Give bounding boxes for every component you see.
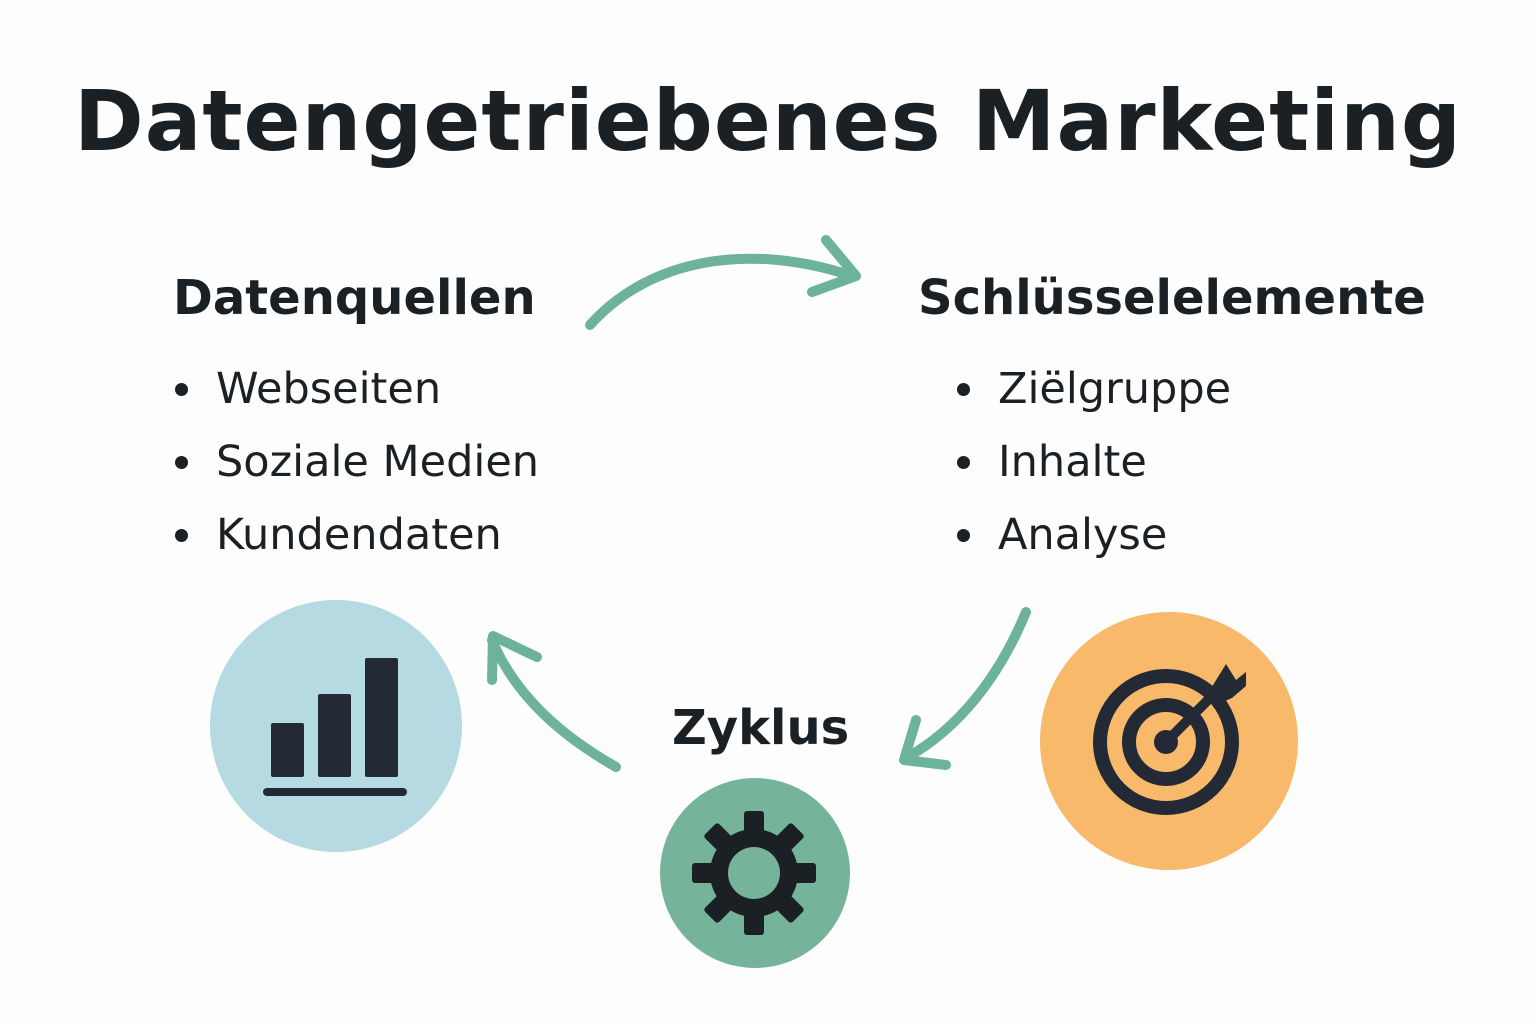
list-item-label: Inhalte: [998, 437, 1147, 487]
bullet-icon: [175, 456, 188, 469]
bullet-icon: [957, 529, 970, 542]
list-item: Kundendaten: [173, 499, 539, 572]
list-item-label: Kundendaten: [216, 510, 502, 560]
list-item: Soziale Medien: [173, 426, 539, 499]
list-item-label: Soziale Medien: [216, 437, 540, 487]
target-icon: [1093, 664, 1246, 815]
list-item: Inhalte: [955, 426, 1231, 499]
list-item-label: Webseiten: [216, 364, 442, 414]
list-item-label: Ziëlgruppe: [998, 364, 1232, 414]
list-item-label: Analyse: [998, 510, 1168, 560]
arrow-left-head: [487, 631, 542, 685]
key-elements-list: Ziëlgruppe Inhalte Analyse: [955, 353, 1231, 572]
arrow-left: [487, 635, 621, 772]
sources-heading: Datenquellen: [173, 270, 536, 326]
arrow-right: [901, 607, 1031, 763]
bar-chart-icon: [263, 658, 407, 796]
bullet-icon: [175, 383, 188, 396]
arrow-right-head: [899, 715, 951, 770]
list-item: Analyse: [955, 499, 1231, 572]
bullet-icon: [957, 383, 970, 396]
bullet-icon: [175, 529, 188, 542]
list-item: Webseiten: [173, 353, 539, 426]
key-elements-heading: Schlüsselelemente: [918, 270, 1426, 326]
key-elements-icon-circle: [1040, 612, 1298, 870]
page-title: Datengetriebenes Marketing: [73, 72, 1463, 170]
cycle-icon-circle: [660, 778, 850, 968]
gear-icon: [692, 811, 816, 935]
arrow-top-head: [807, 235, 861, 297]
list-item: Ziëlgruppe: [955, 353, 1231, 426]
sources-icon-circle: [210, 600, 462, 852]
cycle-label: Zyklus: [672, 700, 850, 756]
bullet-icon: [957, 456, 970, 469]
arrow-top: [585, 253, 857, 330]
sources-list: Webseiten Soziale Medien Kundendaten: [173, 353, 539, 572]
